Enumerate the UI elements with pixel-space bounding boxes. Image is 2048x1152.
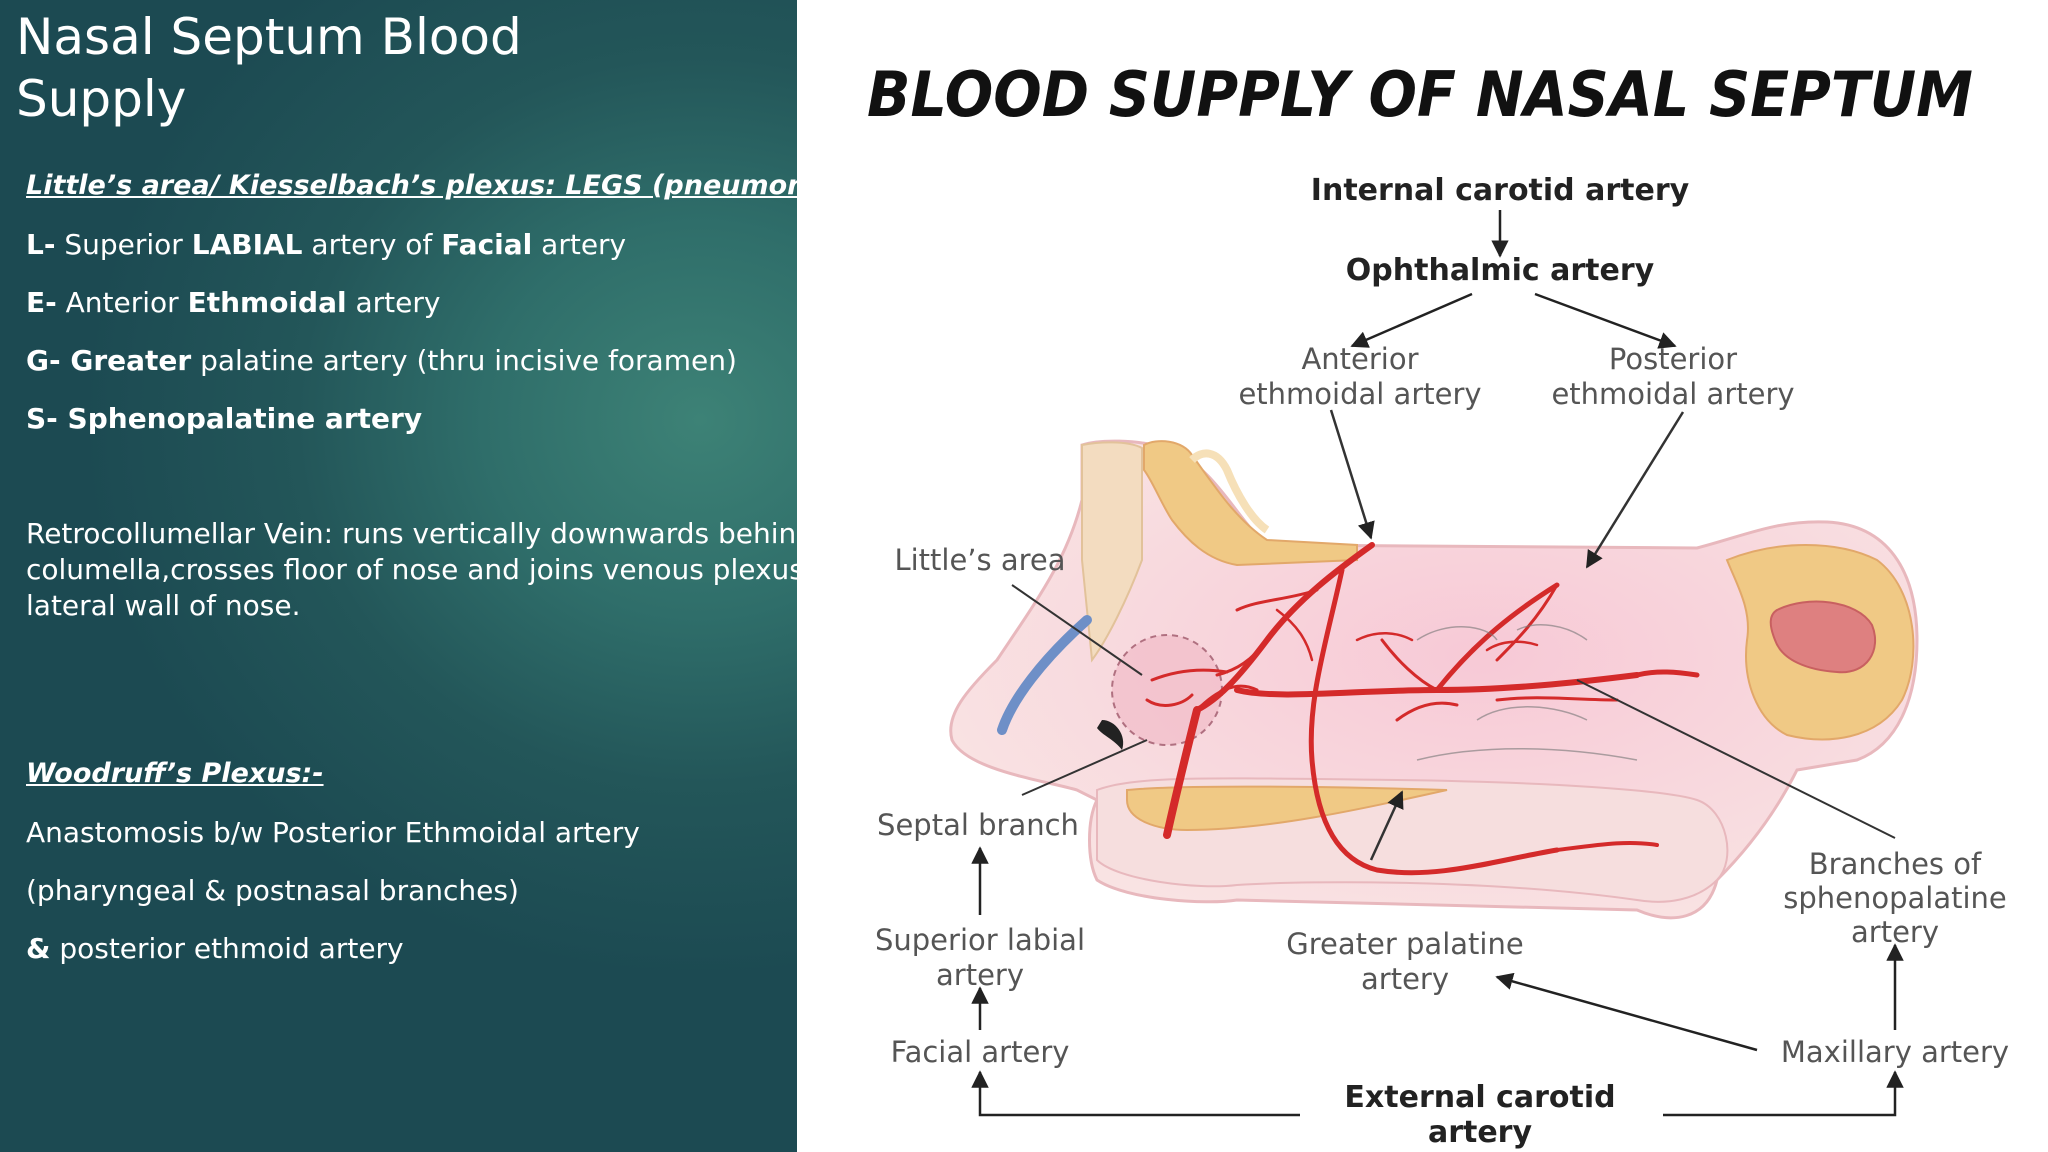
frontal-sinus-edge xyxy=(1189,449,1270,534)
label-facial-artery: Facial artery xyxy=(891,1035,1070,1069)
pointer-anterior-ethmoidal xyxy=(1329,409,1375,540)
arrow-eca-to-maxillary xyxy=(1663,1070,1904,1117)
label-septal-branch: Septal branch xyxy=(877,808,1079,842)
woodruff-heading: Woodruff’s Plexus:- xyxy=(26,758,324,789)
legs-item-s: S- Sphenopalatine artery xyxy=(26,402,423,435)
sphenoid-sinus xyxy=(1769,600,1877,674)
label-greater-palatine-2: artery xyxy=(1361,962,1449,996)
woodruff-line-1: Anastomosis b/w Posterior Ethmoidal arte… xyxy=(26,816,640,849)
label-littles-area: Little’s area xyxy=(894,543,1065,577)
retro-line-2: columella,crosses floor of nose and join… xyxy=(26,553,797,586)
label-posterior-ethmoidal-2: ethmoidal artery xyxy=(1551,377,1794,411)
palatine-bone xyxy=(1126,785,1448,832)
legs-item-l: L- Superior LABIAL artery of Facial arte… xyxy=(26,228,627,261)
retro-line-1: Retrocollumellar Vein: runs vertically d… xyxy=(26,517,797,550)
legs-item-g: G- Greater palatine artery (thru incisiv… xyxy=(26,344,737,377)
label-ophthalmic: Ophthalmic artery xyxy=(1346,253,1655,288)
retrocollumellar-paragraph: Retrocollumellar Vein: runs vertically d… xyxy=(26,516,797,624)
retro-line-3: lateral wall of nose. xyxy=(26,589,301,622)
nostril-shadow xyxy=(1097,720,1124,750)
pointer-septal-branch xyxy=(1021,739,1148,796)
label-sphenopalatine-2: sphenopalatine xyxy=(1783,881,2007,915)
arrow-eca-to-facial xyxy=(971,1070,1300,1117)
littles-area-heading: Little’s area/ Kiesselbach’s plexus: LEG… xyxy=(26,170,797,201)
frontal-bone-strip xyxy=(1081,441,1143,663)
title-line-2: Supply xyxy=(16,70,187,128)
veins xyxy=(1416,624,1638,761)
legs-item-e: E- Anterior Ethmoidal artery xyxy=(26,286,441,319)
label-maxillary-artery: Maxillary artery xyxy=(1781,1035,2009,1069)
columellar-vein xyxy=(997,615,1092,735)
label-superior-labial-2: artery xyxy=(936,958,1024,992)
pointer-sphenopalatine xyxy=(1576,679,1896,839)
label-anterior-ethmoidal-1: Anterior xyxy=(1301,342,1418,376)
arrow-to-anterior-ethmoidal xyxy=(1350,292,1473,348)
label-sphenopalatine-1: Branches of xyxy=(1809,847,1982,881)
diagram-title: BLOOD SUPPLY OF NASAL SEPTUM xyxy=(867,60,1973,132)
label-greater-palatine-1: Greater palatine xyxy=(1286,927,1523,961)
arrow-maxillary-to-palatine xyxy=(1495,972,1758,1052)
woodruff-line-2: (pharyngeal & postnasal branches) xyxy=(26,874,519,907)
text-panel: Nasal Septum Blood Supply Little’s area/… xyxy=(0,0,797,1152)
pointer-posterior-ethmoidal xyxy=(1585,411,1685,569)
label-sphenopalatine-3: artery xyxy=(1851,915,1939,949)
arrow-to-posterior-ethmoidal xyxy=(1534,292,1677,349)
label-external-carotid-2: artery xyxy=(1428,1115,1533,1150)
label-anterior-ethmoidal-2: ethmoidal artery xyxy=(1238,377,1481,411)
diagram-panel: BLOOD SUPPLY OF NASAL SEPTUM Internal ca… xyxy=(797,0,2048,1152)
label-superior-labial-1: Superior labial xyxy=(875,923,1085,957)
littles-area-circle xyxy=(1111,634,1223,746)
label-posterior-ethmoidal-1: Posterior xyxy=(1609,342,1737,376)
page-title: Nasal Septum Blood Supply xyxy=(16,6,522,130)
pointer-littles-area xyxy=(1011,584,1143,676)
woodruff-line-3: & posterior ethmoid artery xyxy=(26,932,404,965)
arteries xyxy=(1145,542,1700,876)
nasal-septum-diagram: BLOOD SUPPLY OF NASAL SEPTUM Internal ca… xyxy=(867,60,2009,1150)
label-external-carotid-1: External carotid xyxy=(1344,1080,1615,1115)
pointer-greater-palatine xyxy=(1369,790,1404,861)
title-line-1: Nasal Septum Blood xyxy=(16,8,522,66)
label-internal-carotid: Internal carotid artery xyxy=(1311,173,1690,208)
